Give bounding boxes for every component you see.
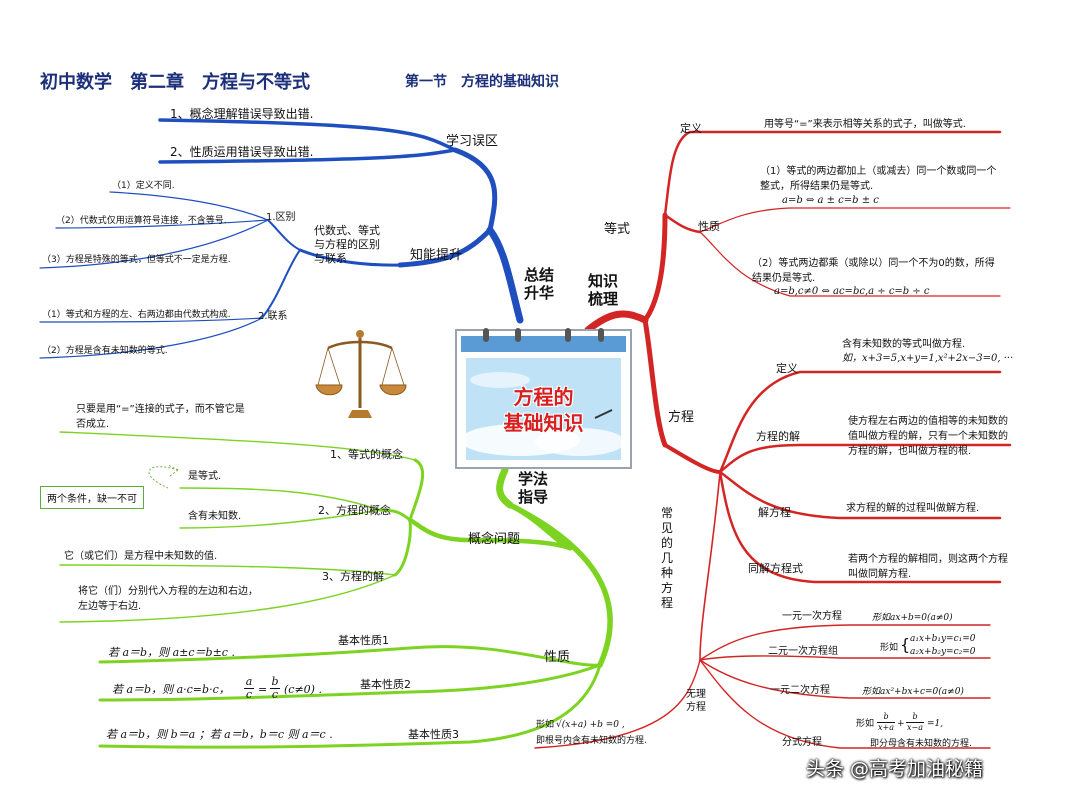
p2-text-a: 若 a＝b，则 a·c=b·c， — [112, 683, 230, 696]
link-item-2: （2）方程是含有未知数的等式. — [42, 346, 168, 356]
equality-prop-2: （2）等式两边都乘（或除以）同一个不为0的数，所得结果仍是等式. — [752, 258, 995, 284]
types-label: 常见的几种方程 — [660, 506, 673, 610]
linear2-brace: { — [900, 635, 911, 654]
irr-formula: √(x+a) +b =0 , — [556, 720, 625, 730]
page-title: 初中数学 第二章 方程与不等式 — [40, 72, 310, 93]
quadrant-method: 学法 指导 — [518, 470, 549, 506]
properties-label: 性质 — [544, 650, 571, 665]
study-error-1: 1、概念理解错误导致出错. — [170, 107, 314, 121]
frac-f2-den: x−a — [906, 722, 924, 732]
section-title: 第一节 方程的基础知识 — [405, 74, 559, 90]
frac-f1-num: b — [883, 712, 889, 721]
p2-label: 基本性质2 — [360, 678, 411, 691]
quad-formula: 形如ax²+bx+c=0(a≠0) — [862, 687, 964, 697]
irr-note: 即根号内含有未知数的方程. — [536, 736, 647, 746]
equality-label: 等式 — [604, 222, 631, 237]
equation-same-text: 若两个方程的解相同，则这两个方程叫做同解方程. — [848, 554, 1008, 580]
equation-sol-text: 使方程左右两边的值相等的未知数的值叫做方程的解，只有一个未知数的方程的解，也叫做… — [848, 416, 1008, 457]
equality-prop-2-formula: a=b,c≠0 ⇔ ac=bc,a ÷ c=b ÷ c — [774, 286, 930, 297]
linear2-row-1: a₁x+b₁y=c₁=0 — [910, 634, 976, 644]
diff-item-1: （1）定义不同. — [112, 181, 175, 191]
p1-text: 若 a＝b，则 a±c＝b±c . — [108, 646, 235, 659]
study-errors-label: 学习误区 — [446, 134, 499, 149]
condition-box: 两个条件，缺一不可 — [40, 486, 144, 509]
link-item-1: （1）等式和方程的左、右两边都由代数式构成. — [42, 310, 231, 320]
equality-prop-label: 性质 — [698, 220, 720, 233]
watermark: 头条 @高考加油秘籍 — [806, 758, 984, 780]
sol-note-1: 它（或它们）是方程中未知数的值. — [64, 551, 218, 562]
equation-def-label: 定义 — [776, 362, 798, 375]
frac-note: 即分母含有未知数的方程. — [870, 739, 972, 749]
link-label: 2.联系 — [258, 311, 288, 322]
linear2-prefix: 形如 — [880, 643, 899, 653]
diff-label: 1.区别 — [266, 212, 296, 223]
ability-sub: 代数式、等式与方程的区别与联系 — [314, 224, 380, 265]
sol-note-2: 将它（们）分别代入方程的左边和右边，左边等于右边. — [78, 586, 258, 612]
quadrant-summary: 总结 升华 — [524, 266, 555, 302]
equation-label: 方程 — [668, 410, 695, 425]
eq-concept-label: 1、等式的概念 — [330, 448, 403, 461]
fc-concept-b: 含有未知数. — [188, 511, 242, 522]
ability-label: 知能提升 — [410, 248, 463, 263]
diff-item-2: （2）代数式仅用运算符号连接，不含等号. — [56, 216, 227, 226]
linear2-label: 二元一次方程组 — [768, 646, 838, 657]
concepts-label: 概念问题 — [468, 532, 521, 547]
linear1-formula: 形如ax+b=0(a≠0) — [872, 613, 953, 623]
study-error-2: 2、性质运用错误导致出错. — [170, 145, 314, 159]
equation-def-text: 含有未知数的等式叫做方程. — [842, 339, 966, 350]
equality-def-text: 用等号“=”来表示相等关系的式子，叫做等式. — [764, 119, 966, 130]
fc-concept-label: 2、方程的概念 — [318, 504, 391, 517]
p2-eq-sign: = — [258, 683, 268, 696]
frac-f2-num: b — [912, 712, 918, 721]
center-line-2: 基础知识 — [503, 411, 584, 435]
equality-prop-1-formula: a=b ⇔ a ± c=b ± c — [782, 195, 879, 206]
fc-concept-a: 是等式. — [188, 471, 222, 482]
equality-def-label: 定义 — [680, 122, 702, 135]
equality-prop-1: （1）等式的两边都加上（或减去）同一个数或同一个整式，所得结果仍是等式. — [760, 166, 997, 192]
p3-label: 基本性质3 — [408, 728, 459, 741]
irr-prefix: 形如 — [536, 720, 555, 730]
equation-sol-label: 方程的解 — [756, 430, 800, 443]
eq-concept-note: 只要是用“=”连接的式子，而不管它是否成立. — [76, 404, 245, 430]
frac-plus: + — [897, 719, 905, 729]
red-branches — [534, 130, 1012, 749]
irr-label: 无理 方程 — [686, 689, 706, 713]
sol-label: 3、方程的解 — [322, 570, 384, 583]
frac-label: 分式方程 — [782, 737, 822, 748]
frac-f1-den: x+a — [877, 722, 895, 732]
center-line-1: 方程的 — [513, 385, 574, 409]
quadrant-knowledge: 知识 梳理 — [588, 272, 619, 308]
equation-def-example: 如，x+3=5,x+y=1,x²+2x−3=0, ··· — [842, 353, 1014, 364]
center-calendar — [455, 328, 632, 469]
frac-prefix: 形如 — [856, 719, 875, 729]
linear1-label: 一元一次方程 — [782, 611, 842, 622]
green-branches — [59, 431, 613, 749]
balance-scale-icon — [315, 330, 407, 418]
p1-label: 基本性质1 — [338, 634, 389, 647]
linear2-row-2: a₂x+b₂y=c₂=0 — [910, 647, 976, 657]
blue-branches — [39, 118, 524, 359]
p3-text: 若 a＝b，则 b＝a ；若 a＝b，b＝c 则 a＝c . — [106, 728, 333, 741]
equation-solve-label: 解方程 — [758, 506, 791, 519]
quad-label: 一元二次方程 — [770, 685, 830, 696]
concept-arrow — [148, 464, 179, 489]
equation-solve-text: 求方程的解的过程叫做解方程. — [846, 503, 980, 514]
equation-same-label: 同解方程式 — [748, 562, 803, 575]
diff-item-3: （3）方程是特殊的等式，但等式不一定是方程. — [42, 255, 231, 265]
p2-text-b: (c≠0) . — [284, 683, 322, 696]
frac-tail: =1, — [927, 719, 944, 729]
